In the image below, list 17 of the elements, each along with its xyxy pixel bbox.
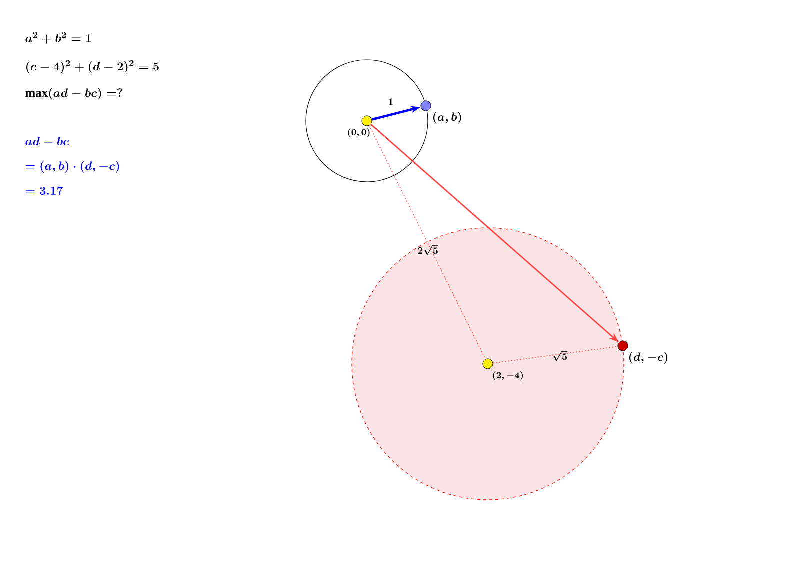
point-label: $(a,b)$ — [434, 112, 462, 124]
point-label: $(d,-c)$ — [630, 352, 668, 364]
equation: $(c-4)^2+(d-2)^2=5$ — [26, 60, 159, 74]
edge-label: $2\sqrt{5}$ — [418, 245, 438, 256]
point — [362, 116, 372, 126]
point-label: $(0,0)$ — [348, 128, 370, 138]
equation: $=(a,b)\cdot(d,-c)$ — [26, 161, 120, 173]
edge-label: $\sqrt{5}$ — [553, 351, 568, 362]
point — [482, 358, 494, 370]
equation: $ad-bc$ — [26, 137, 70, 146]
equation: $\max(ad-bc)=?$ — [26, 88, 122, 100]
point — [420, 100, 432, 112]
equation: $a^2+b^2=1$ — [26, 32, 92, 44]
point — [618, 340, 628, 352]
edge-label: $1$ — [388, 98, 394, 106]
equation: $=3.17$ — [26, 186, 64, 195]
point-label: $(2,-4)$ — [493, 372, 524, 380]
